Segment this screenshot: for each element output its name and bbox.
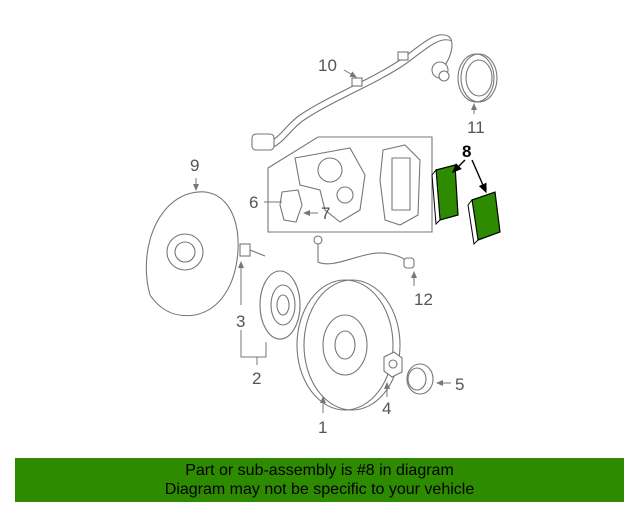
callout-10: 10 [318, 56, 337, 75]
callout-12: 12 [414, 290, 433, 309]
brake-rotor [296, 279, 401, 411]
brake-hose [313, 235, 415, 269]
wheel-hub [259, 270, 301, 340]
callout-5: 5 [455, 375, 464, 394]
callout-9: 9 [190, 156, 199, 175]
hub-nut [383, 351, 403, 378]
parts-diagram: 1 2 3 4 5 6 7 8 9 10 11 12 [145, 34, 501, 437]
dust-shield [145, 191, 239, 317]
notice-line-1: Part or sub-assembly is #8 in diagram [185, 462, 454, 479]
callout-8: 8 [462, 142, 471, 161]
notice-line-2: Diagram may not be specific to your vehi… [164, 481, 475, 498]
tone-ring [457, 53, 498, 103]
callout-11: 11 [467, 118, 485, 137]
callout-2: 2 [252, 369, 261, 388]
notice-banner: Part or sub-assembly is #8 in diagram Di… [15, 458, 624, 502]
caliper-bracket-small [279, 189, 303, 223]
dust-cap [406, 363, 434, 395]
callout-7: 7 [321, 204, 330, 223]
brake-pads [431, 164, 501, 246]
callout-6: 6 [249, 193, 258, 212]
callout-3: 3 [236, 312, 245, 331]
callout-4: 4 [382, 399, 391, 418]
caliper-assembly [267, 136, 433, 233]
abs-sensor-wire [251, 34, 453, 151]
callout-1: 1 [318, 418, 327, 437]
hub-bolt [239, 243, 266, 257]
leader-lines [193, 69, 487, 413]
